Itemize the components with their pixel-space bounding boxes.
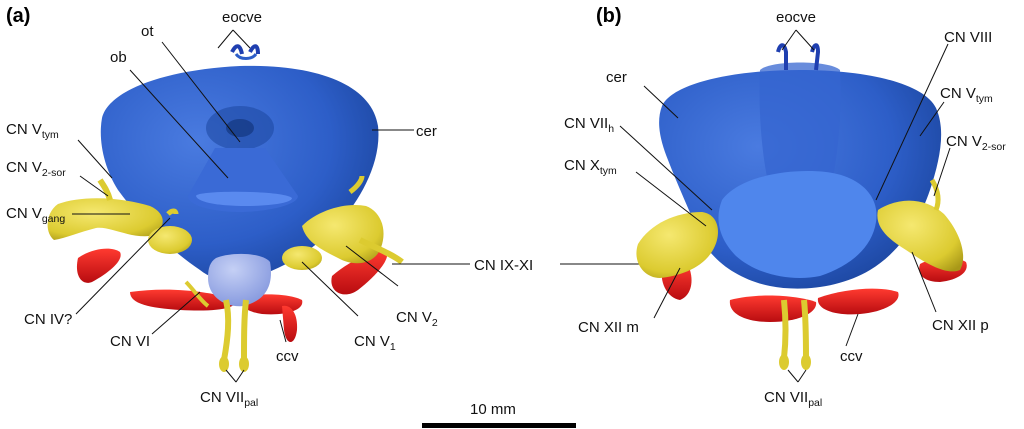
label-cn-vii-pal-a: CN VIIpal (200, 389, 258, 409)
label-cn-xii-m: CN XII m (578, 319, 639, 336)
panel-b-label: (b) (596, 5, 622, 27)
label-eocve-a: eocve (222, 9, 262, 26)
brain-b (659, 43, 942, 289)
scale-bar-line (422, 423, 576, 428)
scale-bar: 10 mm (422, 401, 576, 428)
brain-a (100, 44, 379, 307)
panel-a: (a) (6, 5, 470, 409)
label-cer-b: cer (606, 69, 627, 86)
label-cn-v2-sor-a: CN V2-sor (6, 159, 66, 179)
label-eocve-b: eocve (776, 9, 816, 26)
label-cn-v2: CN V2 (396, 309, 438, 329)
label-cn-v-tym-a: CN Vtym (6, 121, 59, 141)
label-cn-viih: CN VIIh (564, 115, 614, 135)
panel-a-label: (a) (6, 5, 30, 27)
scale-bar-label: 10 mm (470, 401, 516, 418)
label-cn-ix-xi: CN IX-XI (474, 257, 533, 274)
label-cn-v-gang: CN Vgang (6, 205, 65, 225)
red-vessels-a (76, 248, 388, 342)
label-cn-vi: CN VI (110, 333, 150, 350)
label-cn-x-tym: CN Xtym (564, 157, 617, 177)
labels-a: eocve ot ob cer CN Vtym CN V2-sor CN Vga… (6, 9, 438, 409)
label-cn-viii: CN VIII (944, 29, 992, 46)
label-ccv-a: ccv (276, 348, 299, 365)
label-ccv-b: ccv (840, 348, 863, 365)
label-cn-v-tym-b: CN Vtym (940, 85, 993, 105)
panel-b: (b) (564, 5, 1006, 409)
labels-b: eocve cer CN VIII CN VIIh CN Xtym CN Vty… (564, 9, 1006, 409)
label-ob: ob (110, 49, 127, 66)
label-cn-iv: CN IV? (24, 311, 72, 328)
nerves-a (47, 175, 404, 372)
label-cn-v1: CN V1 (354, 333, 396, 353)
label-cn-xii-p: CN XII p (932, 317, 989, 334)
leaders-b (619, 29, 951, 383)
label-cn-vii-pal-b: CN VIIpal (764, 389, 822, 409)
label-cn-v2-sor-b: CN V2-sor (946, 133, 1006, 153)
label-cer-a: cer (416, 123, 437, 140)
leaders-a (72, 29, 470, 383)
nerves-b (636, 178, 964, 370)
label-ot: ot (141, 23, 154, 40)
